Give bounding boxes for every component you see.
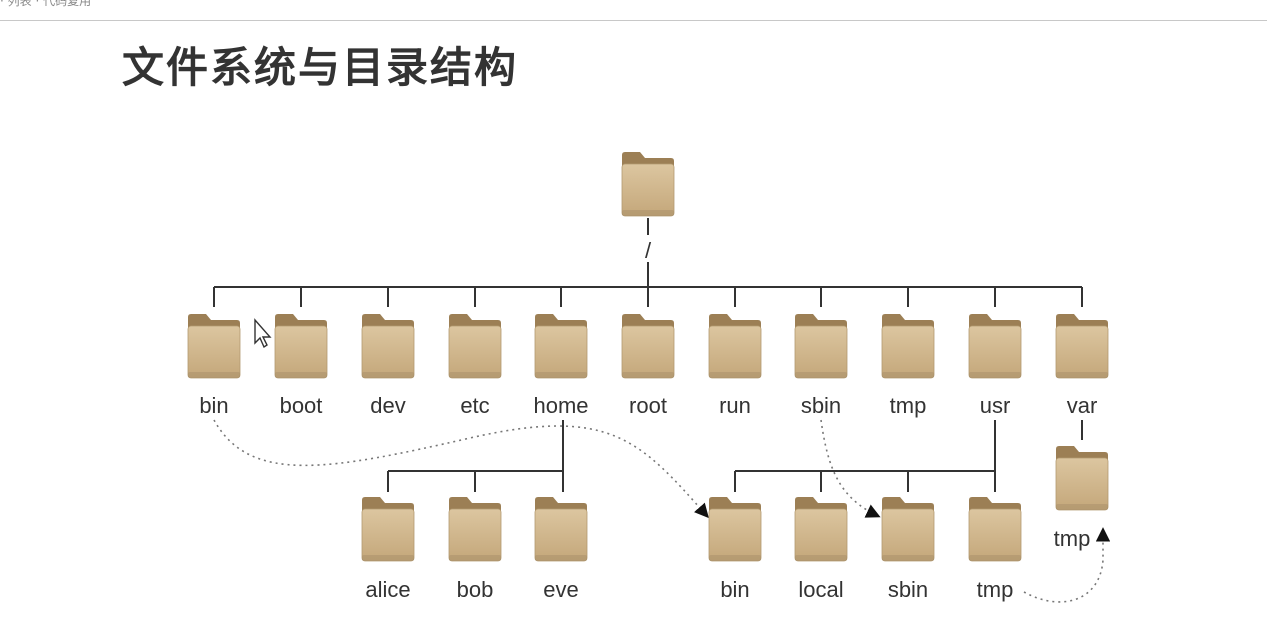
- folder-icon-home-bob: [448, 497, 502, 562]
- folder-icon-sbin: [794, 314, 848, 379]
- folder-icon-usr-bin: [708, 497, 762, 562]
- link-arrow-sbin: [820, 419, 881, 518]
- dir-label-root: root: [629, 393, 667, 418]
- dir-label-usr-tmp: tmp: [977, 577, 1014, 602]
- folder-icon-etc: [448, 314, 502, 379]
- folder-icon-home-alice: [361, 497, 415, 562]
- mouse-cursor-icon: [254, 318, 272, 349]
- folder-icon-var: [1055, 314, 1109, 379]
- folder-icon-tmp: [881, 314, 935, 379]
- dir-label-var-tmp: tmp: [1054, 526, 1091, 551]
- dir-label-etc: etc: [460, 393, 489, 418]
- folder-icon-usr-local: [794, 497, 848, 562]
- breadcrumb: · 列表 · 代码复用: [0, 0, 92, 8]
- folder-icon-var-tmp: [1055, 446, 1109, 511]
- symlink-arrows: [213, 419, 1111, 603]
- folder-icon-home: [534, 314, 588, 379]
- dir-label-sbin: sbin: [801, 393, 841, 418]
- folder-icon-usr: [968, 314, 1022, 379]
- page-title: 文件系统与目录结构: [122, 43, 519, 92]
- link-arrow-bin: [213, 419, 709, 519]
- dir-label-usr-sbin: sbin: [888, 577, 928, 602]
- dir-label-usr-bin: bin: [720, 577, 749, 602]
- folder-icon-home-eve: [534, 497, 588, 562]
- folder-icon-dev: [361, 314, 415, 379]
- tree-edges: [213, 218, 1083, 492]
- dir-label-boot: boot: [280, 393, 323, 418]
- dir-label-var: var: [1067, 393, 1098, 418]
- dir-label-bin: bin: [199, 393, 228, 418]
- dir-label-home-bob: bob: [457, 577, 494, 602]
- dir-label-dev: dev: [370, 393, 405, 418]
- root-label: /: [645, 238, 652, 263]
- folder-icon-root: [621, 314, 675, 379]
- folder-icon-boot: [274, 314, 328, 379]
- folder-icon-root: [621, 152, 675, 217]
- folder-icon-usr-sbin: [881, 497, 935, 562]
- folder-icon-bin: [187, 314, 241, 379]
- dir-label-usr-local: local: [798, 577, 843, 602]
- folder-icon-usr-tmp: [968, 497, 1022, 562]
- dir-label-home: home: [533, 393, 588, 418]
- dir-label-run: run: [719, 393, 751, 418]
- dir-label-tmp: tmp: [890, 393, 927, 418]
- dir-label-usr: usr: [980, 393, 1011, 418]
- dir-label-home-eve: eve: [543, 577, 578, 602]
- top-strip: · 列表 · 代码复用: [0, 0, 1267, 21]
- tree-nodes: / bin boot dev etc home root run sbin tmp usr var al…: [187, 152, 1109, 602]
- folder-icon-run: [708, 314, 762, 379]
- dir-label-home-alice: alice: [365, 577, 410, 602]
